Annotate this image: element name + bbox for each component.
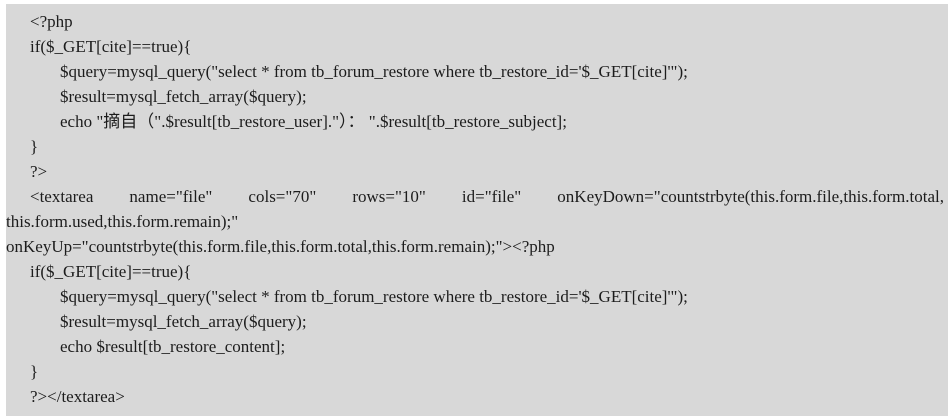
code-line: } [30,362,39,381]
code-line: } [30,137,39,156]
php-code-listing: <?php if($_GET[cite]==true){ $query=mysql_… [6,4,948,416]
code-line: onKeyUp="countstrbyte(this.form.file,thi… [6,237,555,256]
code-line: ?> [30,162,48,181]
code-line: $query=mysql_query("select * from tb_for… [60,62,688,81]
code-line: <?php [30,12,73,31]
code-line: $query=mysql_query("select * from tb_for… [60,287,688,306]
code-line: this.form.used,this.form.remain);" [6,212,239,231]
code-line: echo "摘自（".$result[tb_restore_user]."）： … [60,112,567,131]
code-line: echo $result[tb_restore_content]; [60,337,286,356]
code-line: <textarea name="file" cols="70" rows="10… [30,187,944,206]
code-line: $result=mysql_fetch_array($query); [60,312,307,331]
code-line: if($_GET[cite]==true){ [30,37,192,56]
code-line: if($_GET[cite]==true){ [30,262,192,281]
code-line: $result=mysql_fetch_array($query); [60,87,307,106]
code-line: ?></textarea> [30,387,125,406]
